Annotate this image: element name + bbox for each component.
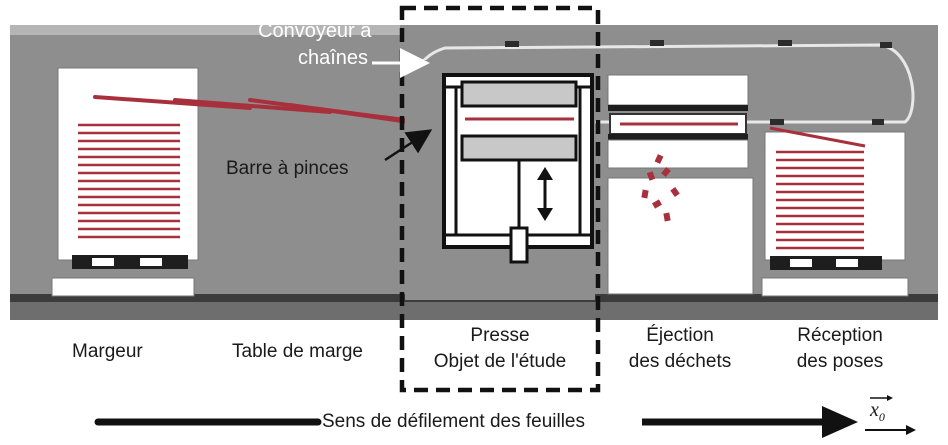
label-presse: Presse (470, 325, 530, 346)
label-table-de-marge: Table de marge (232, 341, 363, 362)
label-des-poses: des poses (796, 351, 884, 372)
feed-direction-arrow (94, 406, 858, 438)
gripper-bar-callout-arrow (384, 129, 433, 162)
label-barre-a-pinces: Barre à pinces (226, 158, 349, 179)
label-convoyeur-line1: Convoyeur à (258, 20, 372, 42)
label-sens-defilement: Sens de défilement des feuilles (322, 411, 585, 432)
label-margeur: Margeur (72, 341, 143, 362)
study-boundary-dashed (399, 5, 601, 393)
label-ejection: Éjection (646, 325, 714, 346)
label-reception: Réception (797, 325, 883, 346)
label-des-dechets: des déchets (628, 351, 732, 372)
press-mechanism (405, 60, 595, 300)
x0-axis-arrow (865, 395, 916, 435)
delivery-stack (761, 126, 909, 297)
label-convoyeur-line2: chaînes (298, 47, 369, 69)
axis-x-symbol: x (870, 399, 879, 421)
waste-ejection-unit (607, 74, 754, 295)
axis-x0-label: x0 (870, 399, 885, 429)
axis-subscript: 0 (878, 410, 885, 424)
label-objet-etude: Objet de l'étude (433, 351, 567, 372)
